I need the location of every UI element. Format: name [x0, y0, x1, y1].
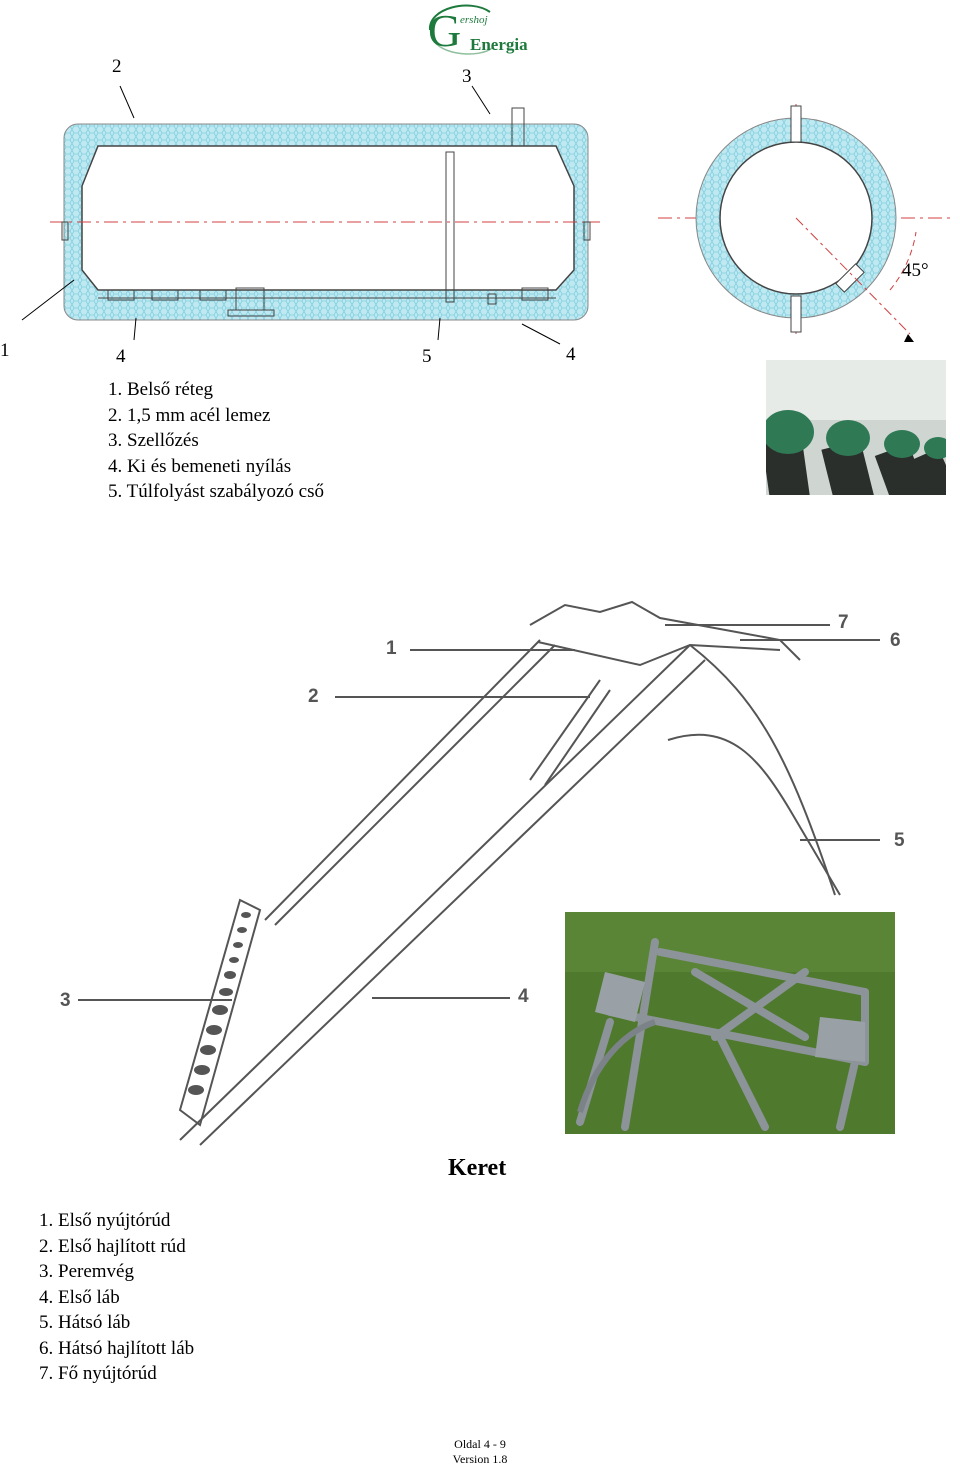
- tank-legend: 1. Belső réteg 2. 1,5 mm acél lemez 3. S…: [108, 377, 324, 505]
- page-footer: Oldal 4 - 9 Version 1.8: [430, 1437, 530, 1467]
- tank-callout-2: 2: [112, 56, 122, 77]
- tube-collars-photo: [766, 360, 946, 495]
- page-number: Oldal 4 - 9: [454, 1437, 506, 1451]
- tank-callout-3: 3: [462, 66, 472, 87]
- tank-bottom-fittings: [98, 287, 556, 317]
- logo-bottom-text: Energia: [470, 35, 528, 54]
- list-item: 6. Hátsó hajlított láb: [39, 1337, 195, 1359]
- frame-callout-7: 7: [838, 612, 849, 633]
- list-item: 3. Peremvég: [39, 1261, 134, 1282]
- tank-callout-5: 5: [422, 346, 432, 367]
- logo-swoosh-icon: [428, 4, 493, 55]
- frame-photo: [565, 912, 895, 1134]
- angle-arrow-icon: [904, 334, 914, 342]
- list-item: 5. Hátsó láb: [39, 1312, 131, 1333]
- logo-top-text: ershoj: [460, 14, 488, 26]
- frame-legend: 1. Első nyújtórúd 2. Első hajlított rúd …: [39, 1208, 194, 1387]
- tank-circular-section: [695, 105, 917, 342]
- frame-callout-2: 2: [308, 686, 319, 707]
- right-end-fitting: [583, 221, 591, 241]
- vent-pipe: [511, 107, 525, 147]
- end-plate-holes: [188, 912, 251, 1095]
- overflow-pipe: [445, 151, 455, 303]
- logo-letter: G: [428, 5, 462, 56]
- left-end-fitting: [61, 221, 69, 241]
- version-label: Version 1.8: [452, 1452, 508, 1466]
- tank-callout-4-left: 4: [116, 346, 126, 367]
- frame-outline: [178, 600, 841, 1146]
- list-item: 1. Belső réteg: [108, 379, 214, 400]
- frame-callout-1: 1: [386, 638, 397, 659]
- frame-diagram: [78, 600, 880, 1146]
- frame-leader-lines: [78, 624, 880, 1001]
- list-item: 3. Szellőzés: [108, 430, 199, 451]
- list-item: 2. Első hajlított rúd: [39, 1235, 186, 1257]
- frame-callout-3: 3: [60, 990, 71, 1011]
- list-item: 4. Első láb: [39, 1286, 120, 1308]
- frame-callout-5: 5: [894, 830, 905, 851]
- angle-label: 45°: [902, 260, 929, 281]
- frame-title: Keret: [448, 1155, 507, 1181]
- tank-callout-4-right: 4: [566, 344, 576, 365]
- list-item: 7. Fő nyújtórúd: [39, 1363, 157, 1384]
- frame-callout-4: 4: [518, 986, 529, 1007]
- list-item: 4. Ki és bemeneti nyílás: [108, 455, 292, 477]
- tank-callout-1: 1: [0, 340, 10, 361]
- list-item: 5. Túlfolyást szabályozó cső: [108, 481, 324, 502]
- list-item: 1. Első nyújtórúd: [39, 1210, 171, 1231]
- frame-callout-6: 6: [890, 630, 901, 651]
- tank-diagram: [21, 85, 955, 345]
- tank-leader-lines: [21, 85, 561, 345]
- gershoj-energia-logo: G ershoj Energia: [420, 0, 530, 60]
- list-item: 2. 1,5 mm acél lemez: [108, 404, 271, 426]
